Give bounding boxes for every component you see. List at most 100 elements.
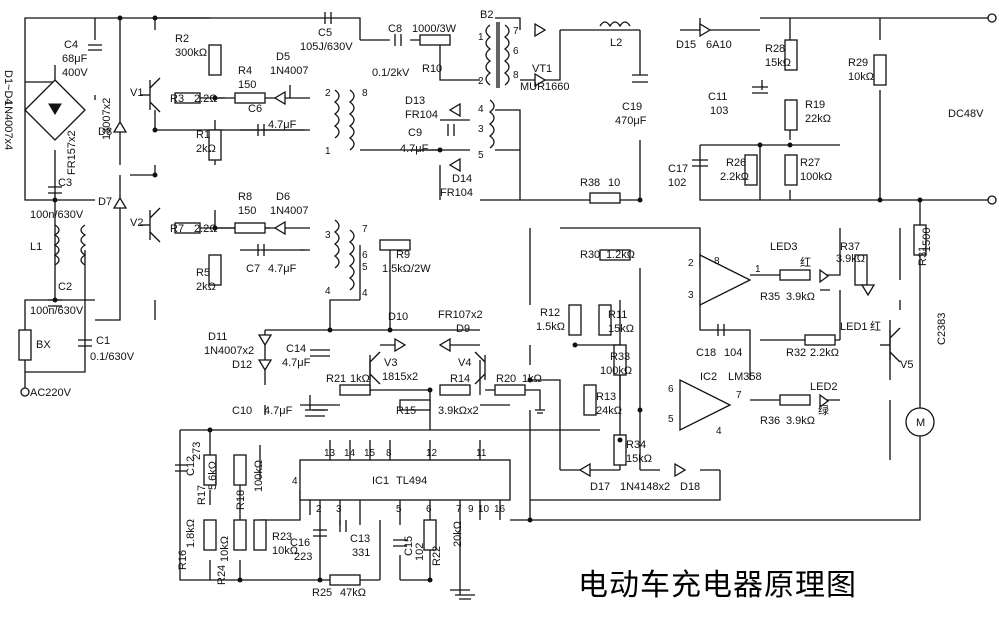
r10-body [419, 34, 451, 46]
r2-value: 300kΩ [175, 47, 207, 59]
d15-label: D15 [676, 39, 696, 51]
c5-label: C5 [318, 27, 332, 39]
r1-value: 2kΩ [196, 143, 216, 155]
c2-label: C2 [58, 281, 72, 293]
junctions [52, 15, 923, 583]
r8-value: 150 [238, 205, 256, 217]
led2-color: 绿 [818, 403, 829, 417]
r1-label: R1 [196, 129, 210, 141]
r7-label: R7 [170, 223, 184, 235]
ac-terminal [20, 387, 30, 397]
d14-body [448, 157, 461, 173]
d13-body [448, 102, 461, 118]
r15-body [399, 399, 431, 411]
c15-symbol [393, 539, 407, 547]
d14-value: FR104 [440, 187, 473, 199]
r20-value: 1kΩ [522, 373, 542, 385]
l2-label: L2 [610, 37, 622, 49]
r34-value: 15kΩ [626, 453, 652, 465]
r3-label: R3 [170, 93, 184, 105]
c7-value: 4.7μF [268, 263, 297, 275]
c2-value: 100n/630V [30, 305, 84, 317]
r16-body [203, 519, 217, 551]
pin-label: 1 [325, 146, 331, 157]
r19-label: R19 [805, 99, 825, 111]
d8-label: D8 [98, 126, 112, 138]
r31-label: R31 [917, 246, 929, 266]
c13-symbol [339, 520, 347, 532]
r37-value: 3.9kΩ [836, 253, 865, 265]
wiring [24, 17, 990, 595]
c17-label: C17 [668, 163, 688, 175]
led1-color: 红 [870, 320, 881, 333]
motor-label: M [916, 417, 925, 429]
r9-body [379, 239, 411, 251]
bridge-diode-symbol [48, 103, 62, 115]
r7-body [174, 222, 201, 234]
r2-body [208, 44, 222, 76]
transistor-v1 [140, 77, 161, 113]
r17-label: R17 [196, 485, 208, 505]
ground-symbol [455, 594, 475, 600]
led3-label: LED3 [770, 241, 798, 253]
r15-label: R15 [396, 405, 416, 417]
r32-body [804, 334, 836, 346]
c7-label: C7 [246, 263, 260, 275]
r21-value: 1kΩ [350, 373, 370, 385]
pin-label: 7 [362, 224, 368, 235]
r37-body [854, 254, 868, 286]
b2-core [496, 22, 500, 88]
v5-value: C2383 [936, 313, 948, 345]
c1-label: C1 [96, 335, 110, 347]
v5-label: V5 [900, 359, 913, 371]
d8-body [112, 120, 128, 133]
l2-coil [599, 21, 631, 28]
c3-label: C3 [58, 177, 72, 189]
pin-label: 4 [292, 476, 298, 487]
pin-label: 8 [386, 448, 392, 459]
c10-label: C10 [232, 405, 252, 417]
c1-value: 0.1/630V [90, 351, 135, 363]
r13-label: R13 [596, 391, 616, 403]
r4-value: 150 [238, 79, 256, 91]
d14-label: D14 [452, 173, 472, 185]
pin-label: 9 [468, 504, 474, 515]
c1-symbol [78, 339, 92, 347]
r8-body [234, 222, 266, 234]
d9-label: D9 [456, 323, 470, 335]
r7-value: 2.2Ω [194, 223, 218, 235]
c14-label: C14 [286, 343, 306, 355]
vt1-top-diode [534, 22, 547, 38]
drive-coil-top [333, 89, 340, 139]
pin-label: 14 [344, 448, 356, 459]
r13-body [583, 384, 597, 416]
c8-symbol [394, 34, 402, 46]
r35-value: 3.9kΩ [786, 291, 815, 303]
c16-label: C16 [290, 537, 310, 549]
ic2a-opamp [699, 253, 752, 307]
pin-label: 4 [325, 286, 331, 297]
c3-symbol [48, 186, 62, 194]
r26-value: 2.2kΩ [720, 171, 749, 183]
r14-label: R14 [450, 373, 470, 385]
r33-body [613, 344, 627, 376]
r19-body [784, 99, 798, 131]
c15-label: C15 [403, 536, 415, 556]
pin-numbers: 1 2 7 6 8 4 3 5 2 1 3 4 8 7 6 5 4 13 14 … [292, 26, 761, 515]
transistor-v5 [880, 327, 901, 363]
d7-label: D7 [98, 196, 112, 208]
b2-aux-coil [488, 99, 495, 149]
r2-label: R2 [175, 33, 189, 45]
pin-label: 8 [513, 70, 519, 81]
r37-label: R37 [840, 241, 860, 253]
r9-value: 1.5kΩ/2W [382, 263, 431, 275]
r31-body [913, 224, 927, 256]
c17-value: 102 [668, 177, 686, 189]
r11-label: R11 [608, 309, 627, 321]
d13-label: D13 [405, 95, 425, 107]
r22-label: R22 [431, 546, 443, 566]
pin-label: 11 [476, 448, 487, 459]
r24-label: R24 [216, 565, 228, 585]
pin-label: 2 [325, 88, 331, 99]
r27-value: 100kΩ [800, 171, 832, 183]
